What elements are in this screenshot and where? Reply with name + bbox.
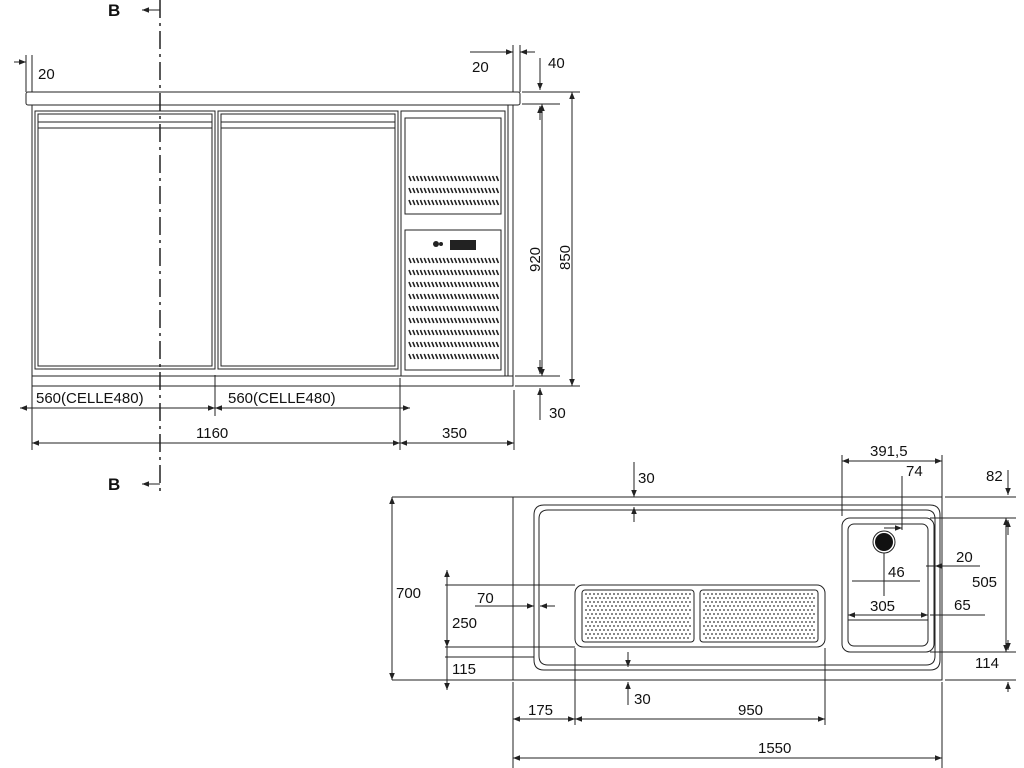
section-label-top: B bbox=[108, 1, 120, 20]
plan-dimensions: 30 30 391,5 74 82 505 bbox=[389, 443, 1016, 768]
dim-total-width: 1550 bbox=[758, 740, 791, 757]
dim-height-inner: 920 bbox=[527, 247, 544, 272]
plinth bbox=[31, 375, 514, 387]
dim-sink-gap: 20 bbox=[956, 549, 973, 566]
dim-sink-bottom: 114 bbox=[975, 655, 999, 672]
front-dimensions: 20 20 40 920 850 30 bbox=[14, 45, 580, 450]
compressor-unit bbox=[400, 110, 506, 377]
dim-rim-bottom: 30 bbox=[634, 691, 651, 708]
cabinet-body bbox=[31, 104, 514, 377]
dim-sink-side: 65 bbox=[954, 597, 971, 614]
front-view: B B 20 20 40 920 850 bbox=[14, 0, 580, 494]
dim-rim-top: 30 bbox=[638, 470, 655, 487]
vent-grille-lower bbox=[408, 257, 500, 360]
dim-sink-offset: 74 bbox=[906, 463, 923, 480]
indicator-light bbox=[433, 241, 439, 247]
dim-sink-depth: 505 bbox=[972, 574, 997, 591]
dim-sink-width: 391,5 bbox=[870, 443, 908, 460]
section-label-bottom: B bbox=[108, 475, 120, 494]
dim-door-right: 560(CELLE480) bbox=[228, 390, 336, 407]
dim-width-unit: 350 bbox=[442, 425, 467, 442]
well-outline bbox=[533, 504, 941, 671]
control-panel bbox=[450, 240, 476, 250]
dim-grid-width: 950 bbox=[738, 702, 763, 719]
dim-sink-top: 82 bbox=[986, 468, 1003, 485]
door-left bbox=[34, 110, 216, 370]
perforated-grid-tray bbox=[574, 584, 826, 648]
dim-grid-offset: 70 bbox=[477, 590, 494, 607]
dim-depth: 700 bbox=[396, 585, 421, 602]
dim-height-total: 850 bbox=[557, 245, 574, 270]
vent-grille-upper bbox=[408, 175, 500, 206]
dim-grid-left: 175 bbox=[528, 702, 553, 719]
door-right bbox=[217, 110, 399, 370]
dim-drain-x: 46 bbox=[888, 564, 905, 581]
plan-view: 30 30 391,5 74 82 505 bbox=[389, 443, 1016, 768]
grid-perforation-right bbox=[703, 593, 815, 639]
drain-icon bbox=[875, 533, 893, 551]
dim-plinth: 30 bbox=[549, 405, 566, 422]
dim-grid-bottom: 115 bbox=[452, 661, 476, 678]
grid-perforation-left bbox=[585, 593, 691, 639]
dim-overhang-right: 20 bbox=[472, 59, 489, 76]
worktop bbox=[25, 91, 521, 106]
dim-sink-inner: 305 bbox=[870, 598, 895, 615]
dim-top-thickness: 40 bbox=[548, 55, 565, 72]
dim-door-left: 560(CELLE480) bbox=[36, 390, 144, 407]
worktop-outline bbox=[512, 496, 943, 681]
sink-basin bbox=[841, 517, 935, 653]
indicator-light bbox=[439, 242, 443, 246]
dim-overhang-left: 20 bbox=[38, 66, 55, 83]
dim-width-cells: 1160 bbox=[196, 425, 228, 442]
section-line: B B bbox=[108, 0, 161, 494]
dim-grid-depth: 250 bbox=[452, 615, 477, 632]
